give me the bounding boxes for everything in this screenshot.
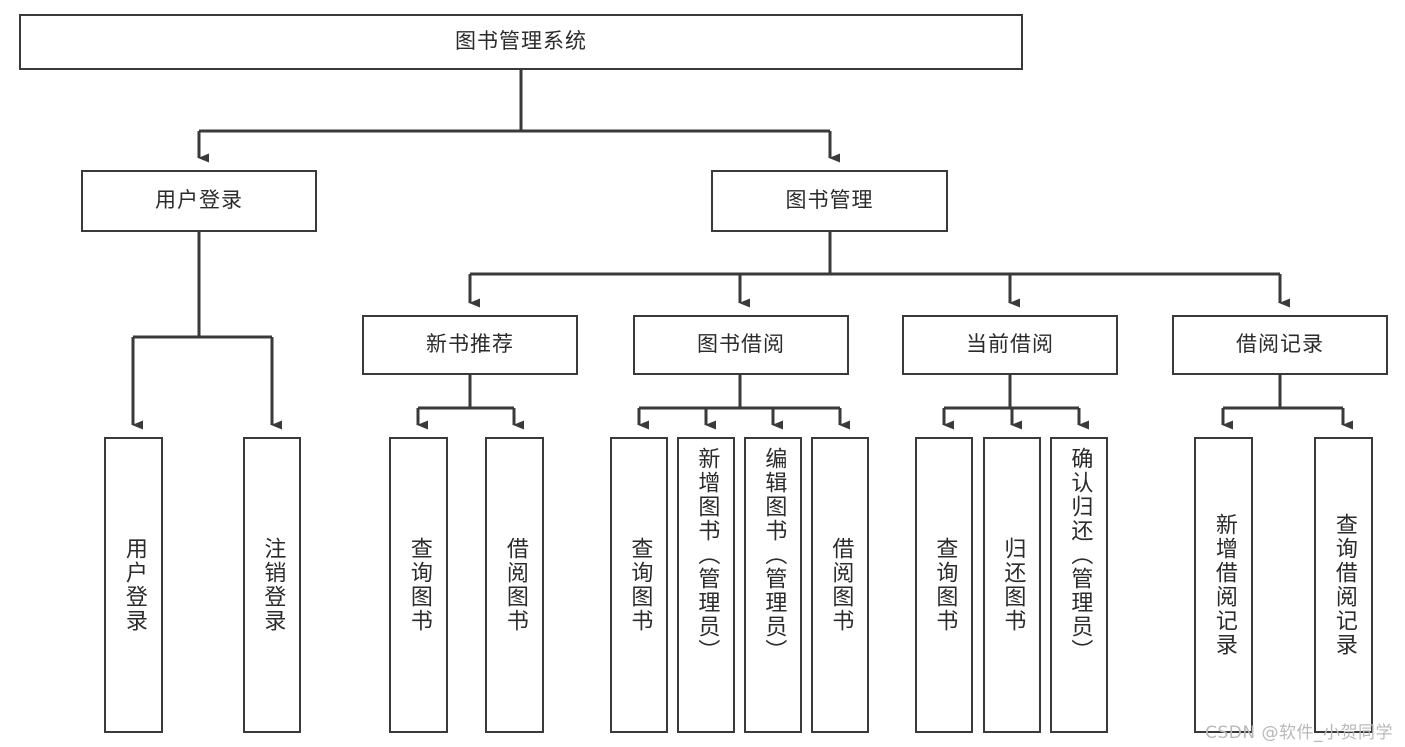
leaf-logout-login-label: 注销登录 <box>260 537 286 633</box>
leaf-edit-book[interactable]: 编辑图书（管理员） <box>744 437 802 733</box>
leaf-add-record-label: 新增借阅记录 <box>1211 513 1237 657</box>
leaf-query-book-1[interactable]: 查询图书 <box>389 437 448 733</box>
leaf-confirm-return[interactable]: 确认归还（管理员） <box>1050 437 1108 733</box>
leaf-query-book-2-label: 查询图书 <box>627 537 653 633</box>
leaf-borrow-book-1[interactable]: 借阅图书 <box>485 437 544 733</box>
leaf-return-book-label: 归还图书 <box>1000 537 1026 633</box>
node-user-login-label: 用户登录 <box>155 188 243 213</box>
node-current-borrow-label: 当前借阅 <box>966 332 1054 357</box>
node-new-book-recommend[interactable]: 新书推荐 <box>362 315 578 375</box>
node-book-borrow-label: 图书借阅 <box>697 332 785 357</box>
node-book-manage[interactable]: 图书管理 <box>711 170 948 232</box>
leaf-return-book[interactable]: 归还图书 <box>983 437 1041 733</box>
leaf-confirm-return-label: 确认归还（管理员） <box>1067 447 1093 663</box>
node-book-borrow[interactable]: 图书借阅 <box>633 315 849 375</box>
node-root[interactable]: 图书管理系统 <box>19 14 1023 70</box>
leaf-borrow-book-2[interactable]: 借阅图书 <box>811 437 869 733</box>
node-root-label: 图书管理系统 <box>455 29 587 54</box>
node-user-login[interactable]: 用户登录 <box>81 170 317 232</box>
leaf-query-book-2[interactable]: 查询图书 <box>610 437 668 733</box>
leaf-add-book-label: 新增图书（管理员） <box>694 447 720 663</box>
leaf-user-login[interactable]: 用户登录 <box>104 437 163 733</box>
leaf-add-record[interactable]: 新增借阅记录 <box>1194 437 1253 733</box>
node-borrow-record-label: 借阅记录 <box>1236 332 1324 357</box>
leaf-query-book-1-label: 查询图书 <box>406 537 432 633</box>
leaf-query-book-3[interactable]: 查询图书 <box>915 437 973 733</box>
leaf-edit-book-label: 编辑图书（管理员） <box>761 447 787 663</box>
node-book-manage-label: 图书管理 <box>785 188 874 213</box>
node-new-book-recommend-label: 新书推荐 <box>426 332 514 357</box>
node-current-borrow[interactable]: 当前借阅 <box>902 315 1118 375</box>
leaf-query-record[interactable]: 查询借阅记录 <box>1314 437 1373 733</box>
leaf-query-record-label: 查询借阅记录 <box>1331 513 1357 657</box>
leaf-query-book-3-label: 查询图书 <box>932 537 958 633</box>
leaf-add-book[interactable]: 新增图书（管理员） <box>677 437 735 733</box>
leaf-logout-login[interactable]: 注销登录 <box>243 437 301 733</box>
leaf-borrow-book-1-label: 借阅图书 <box>502 537 528 633</box>
leaf-borrow-book-2-label: 借阅图书 <box>828 537 854 633</box>
node-borrow-record[interactable]: 借阅记录 <box>1172 315 1388 375</box>
leaf-user-login-label: 用户登录 <box>121 537 147 633</box>
